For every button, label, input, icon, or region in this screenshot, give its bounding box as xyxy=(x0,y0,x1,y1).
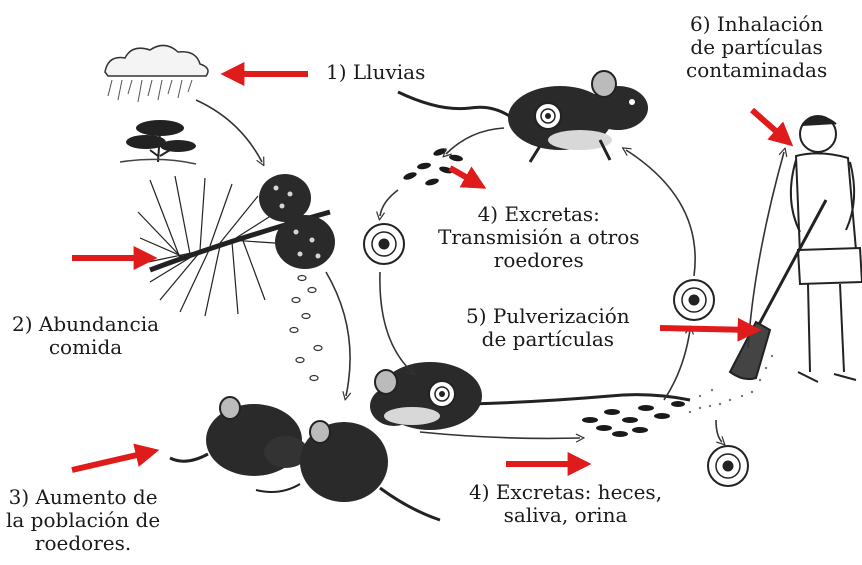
label-pulverization: 5) Pulverización de partículas xyxy=(466,305,630,351)
pine-branch-icon xyxy=(138,174,335,316)
arrow-to-broom xyxy=(660,328,752,330)
droppings-bottom-icon xyxy=(582,401,685,437)
label-inhalation: 6) Inhalación de partículas contaminadas xyxy=(686,13,827,82)
label-population: 3) Aumento de la población de roedores. xyxy=(6,486,160,555)
rain-cloud-icon xyxy=(105,45,208,102)
arrow-to-person xyxy=(752,110,786,140)
label-excreta-types: 4) Excretas: heces, saliva, orina xyxy=(469,481,662,527)
arrow-to-mice xyxy=(72,452,150,470)
arrow-to-excreta-top xyxy=(450,168,478,184)
label-rain: 1) Lluvias xyxy=(326,61,425,84)
person-sweeping-icon xyxy=(730,116,862,382)
seeds-icon xyxy=(290,276,322,381)
droppings-top-icon xyxy=(402,147,463,187)
mouse-top-icon xyxy=(398,71,648,162)
label-excreta-transmission: 4) Excretas: Transmisión a otros roedore… xyxy=(438,203,640,272)
mouse-middle-icon xyxy=(370,362,690,430)
shrub-icon xyxy=(120,120,196,164)
label-food: 2) Abundancia comida xyxy=(12,313,159,359)
